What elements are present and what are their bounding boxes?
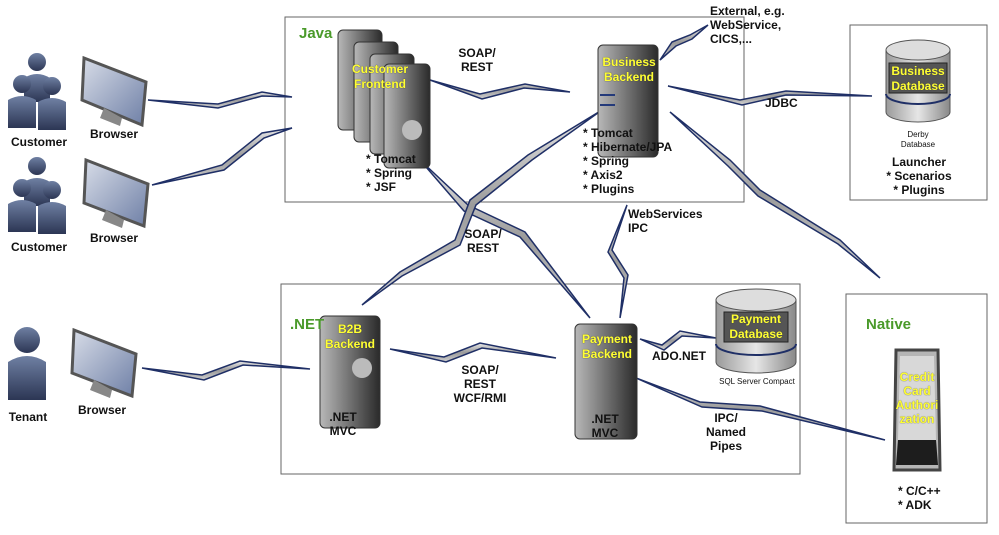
launcher-label: Launcher * Scenarios * Plugins <box>886 155 952 197</box>
link-payment-native <box>635 377 886 441</box>
b2b-backend-server-icon <box>319 315 381 429</box>
credit-card-authorization-label: Credit Card Authori zation <box>895 370 939 426</box>
webservices-ipc-protocol: WebServices IPC <box>628 207 703 235</box>
payment-backend-label: Payment Backend <box>581 332 633 361</box>
customer-frontend-label: Customer Frontend <box>351 62 408 91</box>
customer-label-2: Customer <box>10 240 67 254</box>
ado-net-protocol: ADO.NET <box>652 349 706 363</box>
customer-group-icon-2 <box>8 157 66 234</box>
business-backend-label: Business Backend <box>602 55 656 84</box>
link-backend-native <box>669 111 881 279</box>
launcher-group-box <box>849 24 988 201</box>
ipc-named-pipes-protocol: IPC/ Named Pipes <box>705 411 746 453</box>
cross-protocol: SOAP/ REST <box>464 227 502 255</box>
browser-label-2: Browser <box>89 231 139 245</box>
external-systems-label: External, e.g. WebService, CICS,... <box>710 4 785 46</box>
java-group-box <box>284 16 745 203</box>
b2b-backend-tech: .NET MVC <box>329 410 357 438</box>
customer-frontend-tech: * Tomcat * Spring * JSF <box>366 152 416 194</box>
tenant-label: Tenant <box>8 410 48 424</box>
link-external <box>659 24 709 61</box>
business-backend-tech: * Tomcat * Hibernate/JPA * Spring * Axis… <box>583 126 673 196</box>
dotnet-group-box <box>280 283 801 475</box>
payment-backend-server-icon <box>574 323 638 440</box>
browser-label-3: Browser <box>77 403 127 417</box>
credit-card-rack-icon <box>892 348 942 472</box>
business-database-label: Business Database <box>891 64 945 93</box>
native-group-box <box>845 293 988 524</box>
credit-card-tech: * C/C++ * ADK <box>898 484 941 512</box>
jdbc-protocol: JDBC <box>765 96 798 110</box>
link-frontend-backend <box>429 79 571 100</box>
customer-frontend-server-icon <box>337 29 431 169</box>
java-group-title: Java <box>299 25 333 42</box>
link-browser1-frontend <box>147 91 293 109</box>
link-payment-db <box>639 330 717 351</box>
link-backend-db <box>667 85 873 106</box>
payment-backend-tech: .NET MVC <box>591 412 619 440</box>
customer-label-1: Customer <box>10 135 67 149</box>
business-database-icon <box>885 39 951 123</box>
link-browser2-frontend <box>151 127 293 186</box>
dotnet-group-title: .NET <box>290 316 325 333</box>
customer-group-icon-1 <box>8 53 66 130</box>
payment-database-label: Payment Database <box>729 312 783 341</box>
browser-label-1: Browser <box>89 127 139 141</box>
link-b2b-payment <box>389 342 557 363</box>
link-backend-payment <box>607 204 629 319</box>
browser-icon-3 <box>70 327 138 399</box>
link-browser3-b2b <box>141 360 311 381</box>
link-backend-b2b <box>361 109 603 306</box>
native-group-title: Native <box>866 316 912 333</box>
b2b-payment-protocol: SOAP/ REST WCF/RMI <box>453 363 507 405</box>
sql-server-compact-caption: SQL Server Compact <box>719 377 795 386</box>
business-backend-server-icon <box>597 44 659 158</box>
tenant-icon <box>8 327 46 400</box>
browser-icon-1 <box>80 55 148 128</box>
derby-database-caption: Derby Database <box>900 130 936 149</box>
browser-icon-2 <box>82 157 150 229</box>
b2b-backend-label: B2B Backend <box>324 322 376 351</box>
payment-database-icon <box>715 288 797 374</box>
frontend-backend-protocol: SOAP/ REST <box>458 46 496 74</box>
